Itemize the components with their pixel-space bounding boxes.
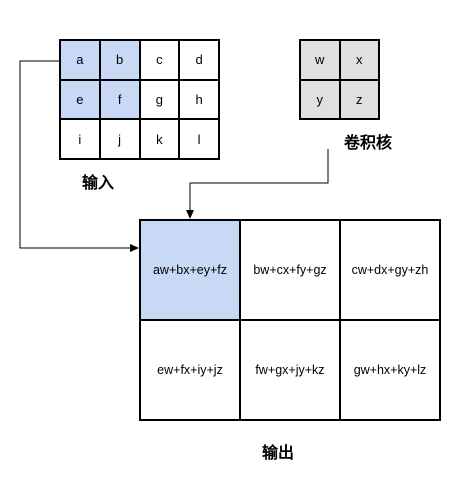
input-cell-2-1: j — [100, 120, 141, 160]
output-cell-0-1: bw+cx+fy+gz — [241, 221, 341, 321]
kernel-cell-0-1: x — [340, 41, 380, 81]
input-cell-0-1: b — [100, 41, 141, 81]
output-cell-1-2: gw+hx+ky+lz — [341, 321, 441, 421]
output-cell-1-0: ew+fx+iy+jz — [141, 321, 241, 421]
output-cell-0-0: aw+bx+ey+fz — [141, 221, 241, 321]
input-cell-2-0: i — [61, 120, 101, 160]
kernel-label: 卷积核 — [344, 133, 393, 152]
input-cell-1-2: g — [140, 80, 181, 121]
kernel-cell-1-0: y — [301, 80, 341, 120]
output-cell-0-2: cw+dx+gy+zh — [341, 221, 441, 321]
input-label: 输入 — [82, 173, 115, 192]
kernel-cell-1-1: z — [340, 80, 380, 120]
output-cell-1-1: fw+gx+jy+kz — [241, 321, 341, 421]
input-cell-0-3: d — [180, 41, 220, 81]
input-cell-2-3: l — [180, 120, 220, 160]
input-cell-0-2: c — [140, 41, 181, 81]
kernel-cell-0-0: w — [301, 41, 341, 81]
input-cell-1-0: e — [61, 80, 101, 121]
input-cell-2-2: k — [140, 120, 181, 160]
input-to-output-arrow — [19, 60, 139, 252]
input-cell-1-1: f — [100, 80, 141, 121]
input-cell-0-0: a — [61, 41, 101, 81]
output-label: 输出 — [262, 443, 295, 462]
input-cell-1-3: h — [180, 80, 220, 121]
kernel-to-output-arrow — [186, 149, 329, 219]
